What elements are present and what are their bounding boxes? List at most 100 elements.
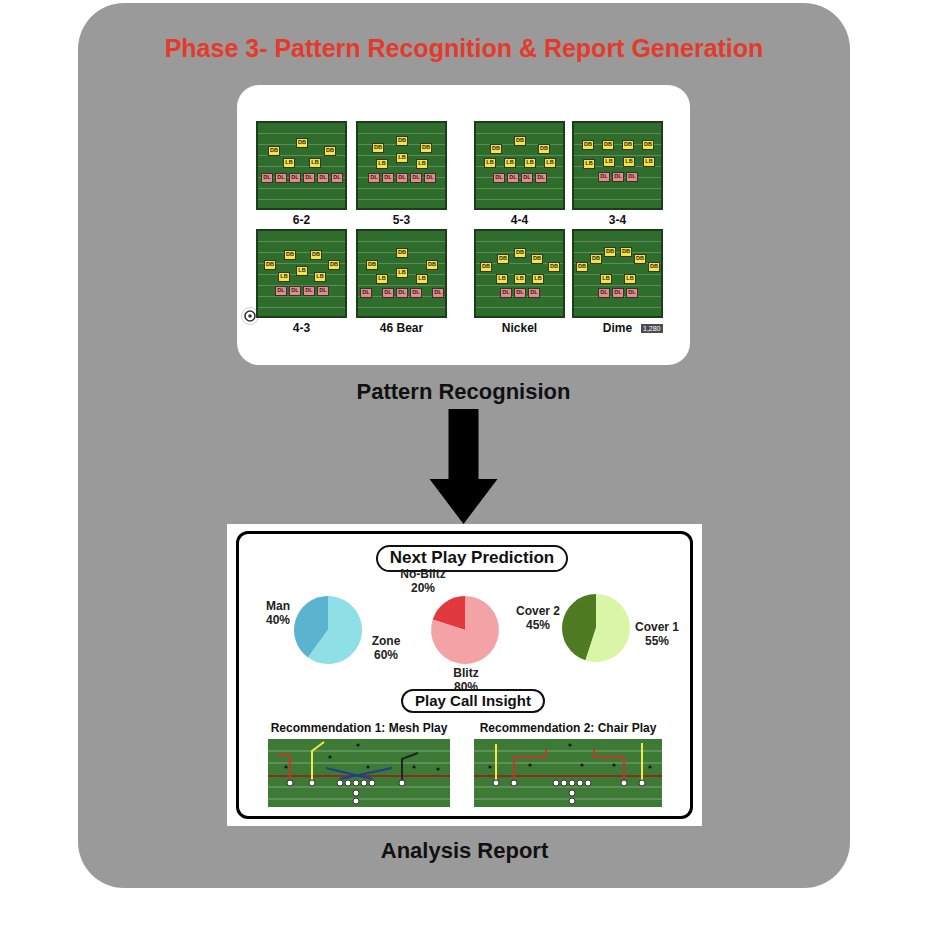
offense-player bbox=[309, 780, 315, 786]
player-marker: DB bbox=[604, 247, 617, 257]
player-marker: LB bbox=[624, 274, 636, 284]
player-marker: LB bbox=[524, 158, 536, 168]
analysis-report-box: Next Play PredictionMan 40%Zone 60%No-Bl… bbox=[227, 524, 702, 864]
offense-player bbox=[553, 780, 559, 786]
node-text: LB bbox=[285, 160, 292, 166]
node-text: DB bbox=[636, 256, 644, 262]
defender-mark bbox=[580, 763, 583, 766]
node-text: DL bbox=[530, 290, 537, 296]
node-text: DB bbox=[584, 142, 592, 148]
offense-player bbox=[369, 780, 375, 786]
defender-mark bbox=[366, 765, 369, 768]
corner-icon bbox=[248, 314, 252, 318]
player-marker: DB bbox=[538, 144, 551, 154]
node-text: DB bbox=[578, 264, 586, 270]
player-marker: LB bbox=[376, 159, 388, 169]
node-text: LB bbox=[316, 274, 323, 280]
player-marker: LB bbox=[396, 153, 408, 163]
node-text: DL bbox=[600, 174, 607, 180]
node-text: 4-3 bbox=[256, 321, 347, 335]
play-recommendation: Recommendation 2: Chair Play bbox=[474, 721, 662, 807]
node-text: DL bbox=[319, 175, 326, 181]
defender-mark bbox=[568, 743, 571, 746]
yard-line bbox=[474, 763, 662, 764]
node-text: DL bbox=[509, 175, 516, 181]
player-marker: DB bbox=[296, 138, 309, 148]
player-marker: LB bbox=[283, 158, 295, 168]
player-marker: LB bbox=[603, 157, 615, 167]
offense-player bbox=[345, 780, 351, 786]
node-text: DB bbox=[592, 256, 600, 262]
node-text: DL bbox=[516, 290, 523, 296]
formation-field: DBDBDBLBLBLBDLDLDLDLDL46 Bear bbox=[356, 229, 447, 335]
pie-chart: No-Blitz 20%Blitz 80% bbox=[392, 570, 538, 696]
node-text: LB bbox=[546, 160, 553, 166]
player-marker: DB bbox=[582, 140, 595, 150]
node-text: Cover 2 45% bbox=[512, 604, 564, 632]
node-text: DB bbox=[516, 138, 524, 144]
node-text: LB bbox=[298, 268, 305, 274]
player-marker: DL bbox=[382, 173, 394, 183]
node-text: DB bbox=[492, 146, 500, 152]
pie-slice bbox=[431, 596, 499, 664]
node-text: Phase 3- Pattern Recognition & Report Ge… bbox=[78, 3, 850, 63]
node-text: Nickel bbox=[474, 321, 565, 335]
route bbox=[326, 768, 372, 779]
player-marker: DL bbox=[410, 173, 422, 183]
player-marker: DB bbox=[372, 143, 385, 153]
corner-icon bbox=[242, 308, 259, 325]
yard-line bbox=[268, 751, 450, 752]
offense-player bbox=[493, 780, 645, 804]
player-marker: LB bbox=[496, 274, 508, 284]
defender-mark bbox=[412, 765, 415, 768]
player-marker: DB bbox=[396, 248, 409, 258]
offense-player bbox=[287, 780, 405, 804]
defender-mark bbox=[488, 743, 651, 768]
node-text: DL bbox=[412, 175, 419, 181]
node-text: 3-4 bbox=[572, 213, 663, 227]
formation-field: DBDBDBDBDBLBLBLBDLDLDLNickel bbox=[474, 229, 565, 335]
node-text: LB bbox=[398, 155, 405, 161]
node-text: DL bbox=[434, 290, 441, 296]
node-text: DL bbox=[291, 288, 298, 294]
image-size-badge: 1,280 bbox=[641, 324, 663, 333]
chair-play-diagram bbox=[474, 739, 662, 807]
node-text: LB bbox=[516, 276, 523, 282]
node-text: Play Call Insight bbox=[415, 691, 531, 710]
yard-line bbox=[268, 751, 450, 799]
node-text: DB bbox=[550, 264, 558, 270]
corner-icon bbox=[245, 311, 255, 321]
player-marker: DB bbox=[590, 254, 603, 264]
node-text: DB bbox=[533, 256, 541, 262]
player-marker: DL bbox=[289, 286, 301, 296]
player-marker: DB bbox=[497, 254, 510, 264]
player-marker: DL bbox=[432, 288, 444, 298]
player-marker: DB bbox=[490, 144, 503, 154]
node-text: DL bbox=[502, 290, 509, 296]
field-ground bbox=[356, 121, 447, 210]
player-marker: LB bbox=[396, 268, 408, 278]
defender-mark bbox=[612, 763, 615, 766]
player-marker: DB bbox=[576, 262, 589, 272]
player-marker: DB bbox=[531, 254, 544, 264]
node-text: DL bbox=[426, 175, 433, 181]
pie-chart: Man 40%Zone 60% bbox=[258, 585, 418, 670]
player-marker: DL bbox=[396, 173, 408, 183]
node-text: LB bbox=[398, 270, 405, 276]
route bbox=[312, 742, 324, 780]
node-text: DL bbox=[614, 290, 621, 296]
player-marker: DL bbox=[500, 288, 512, 298]
player-marker: DB bbox=[648, 262, 661, 272]
node-text: LB bbox=[605, 159, 612, 165]
node-text: Pattern Recognision bbox=[237, 379, 690, 405]
player-marker: DL bbox=[507, 173, 519, 183]
defender-mark bbox=[284, 765, 287, 768]
node-text: DL bbox=[495, 175, 502, 181]
player-marker: DB bbox=[426, 260, 439, 270]
offense-player bbox=[493, 780, 499, 786]
node-text: DB bbox=[374, 145, 382, 151]
player-marker: DL bbox=[317, 173, 329, 183]
offense-player bbox=[353, 798, 359, 804]
yard-line bbox=[474, 787, 662, 788]
node-text: DB bbox=[650, 264, 658, 270]
